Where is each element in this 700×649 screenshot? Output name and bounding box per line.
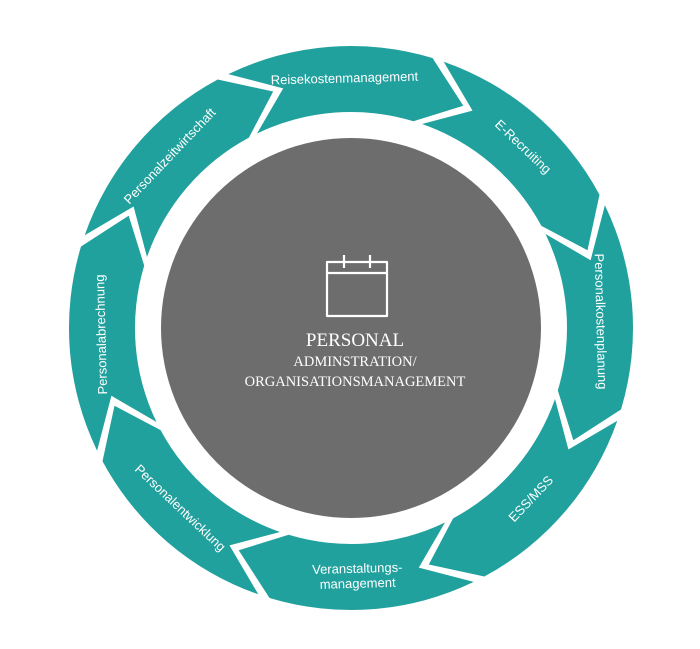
segment-shape: [228, 45, 464, 134]
core-title: PERSONAL: [306, 330, 404, 351]
segment-shape: [68, 215, 157, 451]
core-circle: [161, 138, 541, 518]
segment-label: management: [320, 575, 397, 592]
segment-veranstaltungsmanagement: Veranstaltungs-management: [238, 522, 474, 611]
segment-shape: [428, 399, 618, 577]
segment-personalabrechnung: Personalabrechnung: [68, 215, 157, 451]
calendar-icon: [325, 255, 389, 318]
core-subtitle-line-1: ADMINSTRATION/: [293, 354, 417, 370]
segment-reisekostenmanagement: Reisekostenmanagement: [228, 45, 464, 134]
segment-label: Personalkostenplanung: [592, 253, 611, 389]
segment-shape: [422, 61, 600, 251]
segment-label: Reisekostenmanagement: [271, 69, 419, 88]
segment-label: Veranstaltungs-: [312, 560, 403, 577]
segment-shape: [238, 522, 474, 611]
segment-shape: [545, 205, 634, 441]
segment-e-recruiting: E-Recruiting: [422, 61, 600, 251]
segment-shape: [84, 79, 274, 257]
segment-personalkostenplanung: Personalkostenplanung: [545, 205, 634, 441]
segment-shape: [102, 405, 280, 595]
segment-ess-mss: ESS/MSS: [428, 399, 618, 577]
segment-label: Personalabrechnung: [92, 274, 110, 394]
core-subtitle-line-2: ORGANISATIONSMANAGEMENT: [245, 374, 466, 390]
